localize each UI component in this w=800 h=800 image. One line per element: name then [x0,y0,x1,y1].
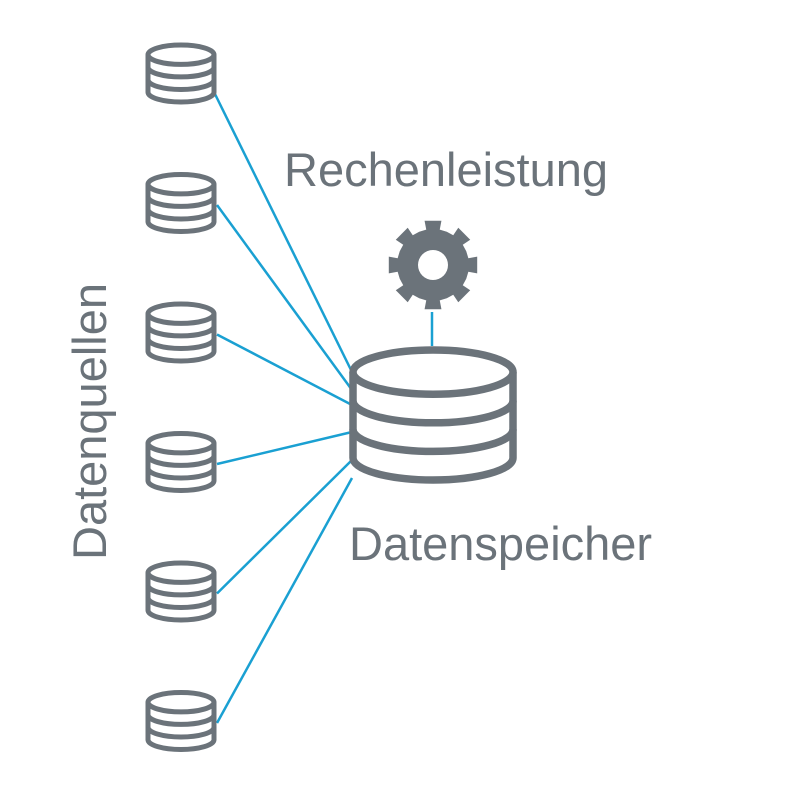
connection-line [211,89,354,373]
datastore-label: Datenspeicher [349,517,652,570]
connection-line [215,204,354,391]
data-sources-label: Datenquellen [63,283,116,560]
datastore-database-icon [349,346,517,484]
gear-icon [388,220,478,310]
connection-line [216,430,353,466]
compute-label: Rechenleistung [284,143,608,196]
data-sources [145,42,217,752]
connection-lines [211,89,354,724]
source-database-icon [145,560,217,623]
connection-line [215,477,354,724]
connection-line [216,333,353,407]
source-database-icon [145,431,217,493]
datastore-cylinder [349,346,517,484]
source-database-icon [145,690,217,752]
source-database-icon [145,42,217,105]
gear-hole [418,250,448,280]
source-database-icon [145,172,217,234]
source-database-icon [145,301,217,364]
connection-line [216,459,353,595]
